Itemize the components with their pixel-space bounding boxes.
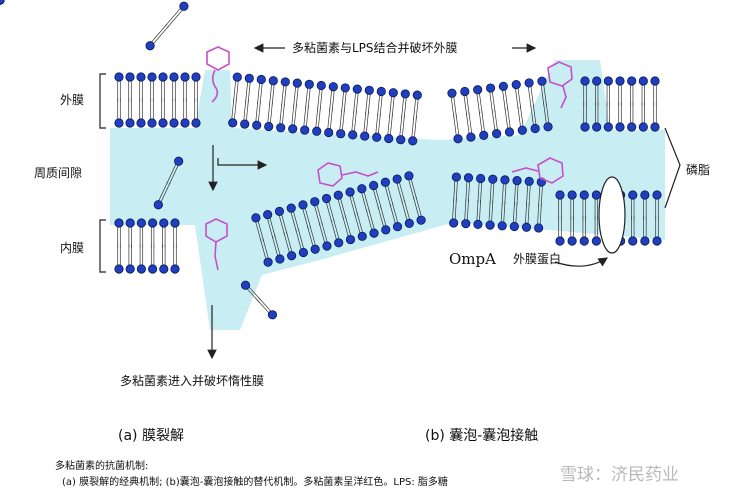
right-arrow-periplasm [217, 158, 268, 170]
inner-membrane-bracket [99, 219, 106, 273]
caption-b: (b) 囊泡-囊泡接触 [425, 427, 538, 444]
polymyxin-molecule-b-top [547, 61, 573, 109]
inner-membrane-label: 内膜 [60, 241, 84, 255]
free-phospholipid-periplasm [153, 156, 184, 210]
free-phospholipid-bottom [240, 280, 278, 320]
inner-membrane-lower-right [449, 172, 546, 233]
polymyxin-molecule-a-inner [205, 218, 228, 271]
inner-membrane-lower-left [251, 171, 426, 267]
ompa-name: OmpA [449, 250, 496, 268]
free-phospholipid-mid-b [0, 0, 5, 5]
outer-membrane-upper-right [447, 76, 553, 144]
membranes-layer [0, 0, 662, 320]
free-phospholipid-top-a [145, 1, 189, 51]
periplasm-label: 周质间隙 [34, 166, 82, 180]
footnote-text: (a) 膜裂解的经典机制; (b)囊泡-囊泡接触的替代机制。多粘菌素呈洋红色。L… [62, 475, 448, 488]
bottom-arrow-text: 多粘菌素进入并破坏惰性膜 [120, 373, 264, 388]
top-arrow-text: 多粘菌素与LPS结合并破坏外膜 [292, 40, 458, 55]
lower-membrane-right [555, 190, 662, 246]
outer-membrane-upper-left [228, 72, 422, 146]
ompa-desc: 外膜蛋白 [513, 251, 561, 266]
outer-membrane-left [114, 72, 201, 128]
ompa-protein [598, 176, 626, 254]
polymyxin-molecule-a-top [206, 46, 230, 103]
watermark: 雪球：济民药业 [560, 465, 679, 485]
polymyxin-molecule-a-center [317, 162, 379, 187]
footnote-title: 多粘菌素的抗菌机制: [55, 459, 148, 472]
ompa-arrow [554, 257, 609, 267]
caption-a: (a) 膜裂解 [118, 428, 184, 444]
polymyxin-molecule-b-center [511, 157, 564, 184]
inner-membrane-left [114, 218, 180, 274]
outer-membrane-label: 外膜 [60, 93, 84, 107]
outer-membrane-right [580, 76, 660, 132]
phospholipid-label: 磷脂 [686, 162, 710, 177]
phospholipid-brace [664, 127, 681, 209]
outer-membrane-bracket [99, 73, 106, 129]
